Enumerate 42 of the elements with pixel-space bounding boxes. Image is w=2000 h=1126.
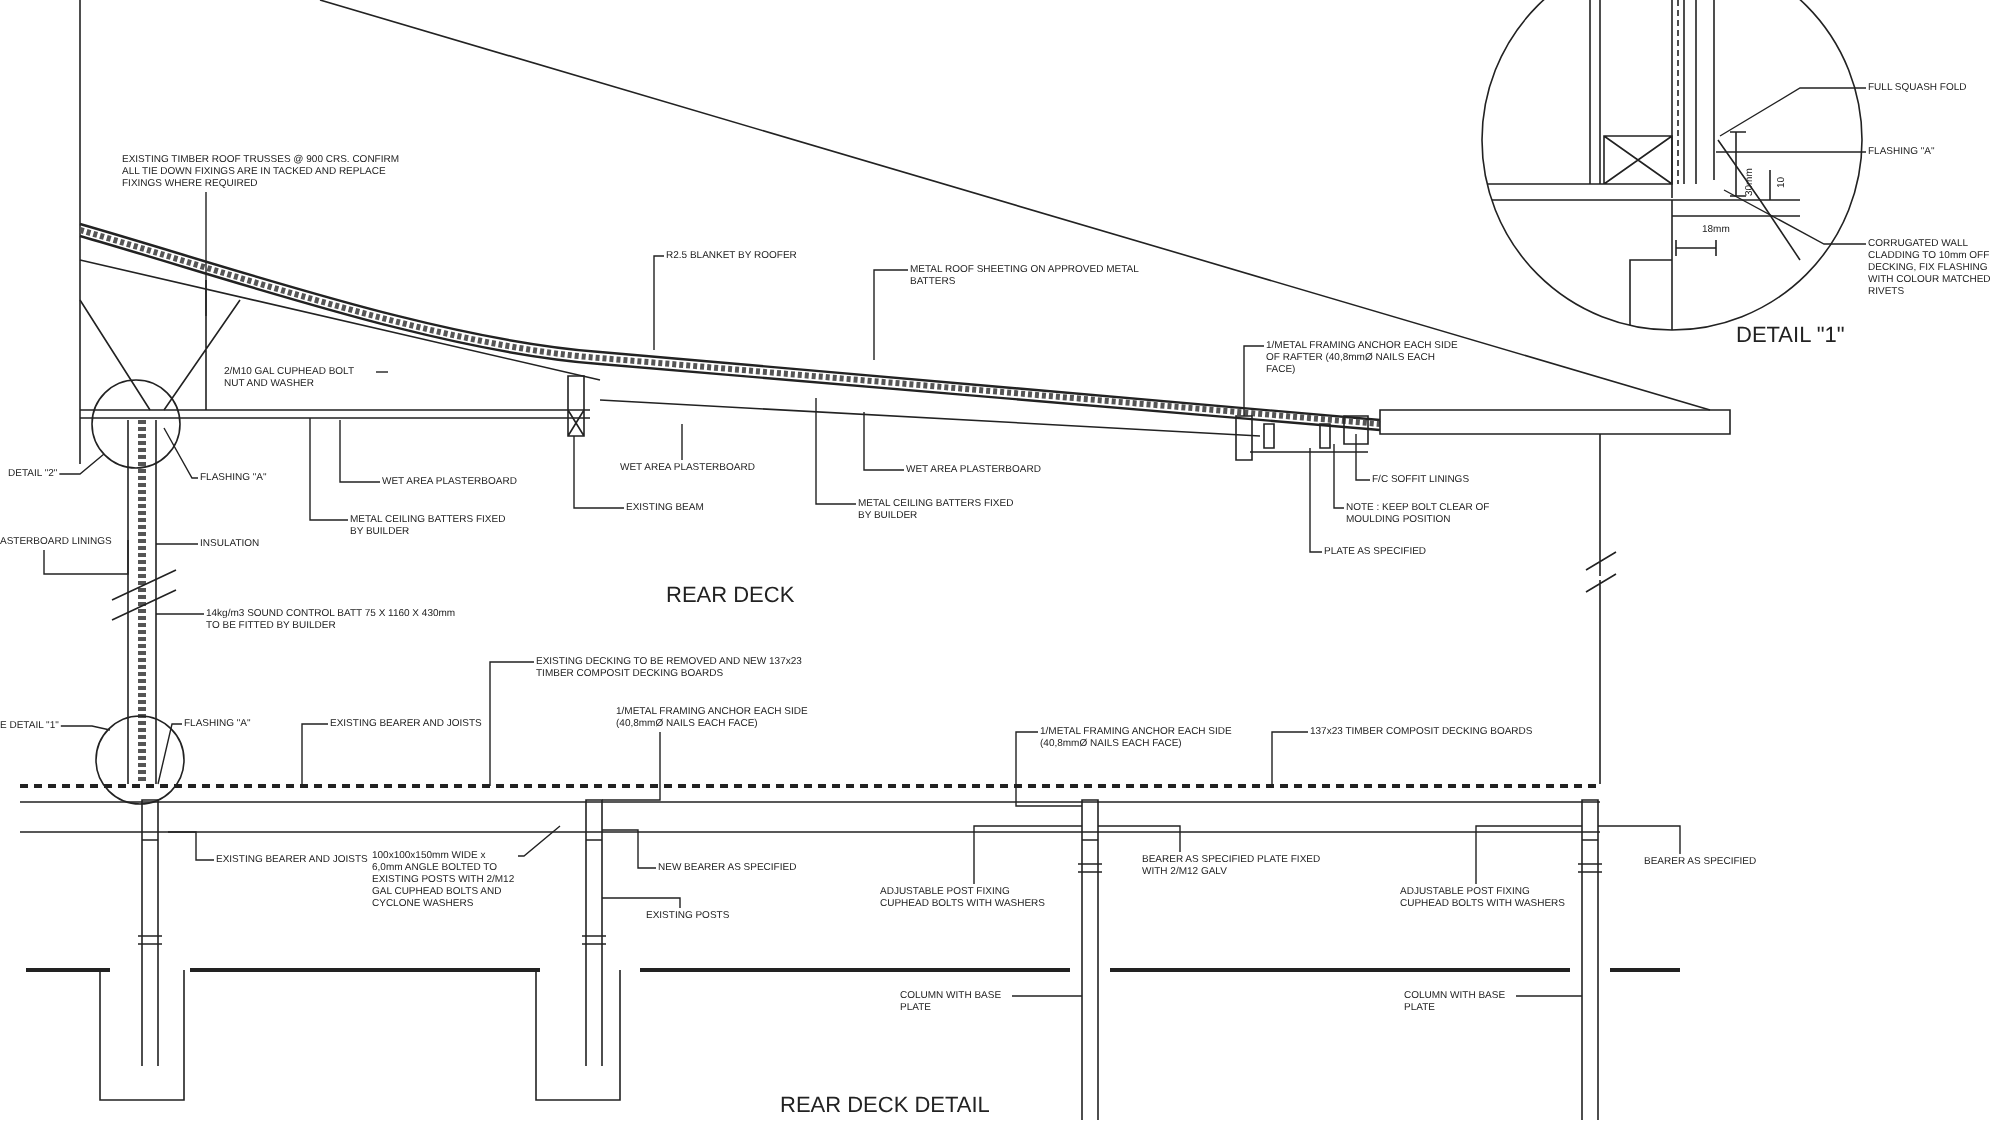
leader-line [863,411,905,471]
leader-line [309,417,349,521]
leader-line [339,419,381,483]
leader-line [1271,731,1309,787]
leader-line [163,427,199,479]
leader-line [489,661,535,787]
leader-line [1333,443,1345,509]
leader-line [60,725,111,731]
leader-line [375,371,389,373]
detail-title: DETAIL "1" [1736,326,1845,348]
leader-line [155,613,205,615]
leader-line [1475,825,1583,885]
section-heading: REAR DECK [666,586,795,608]
leader-line [155,543,199,545]
leader-line [1097,825,1181,853]
leader-line [167,831,215,861]
leader-line [1723,189,1867,245]
leader-line [1243,345,1265,417]
leader-line [205,191,207,317]
leader-line [1011,995,1083,997]
leader-line [873,269,909,361]
leader-line [973,825,1083,885]
leader-line [653,255,665,351]
leader-line [301,723,329,787]
leader-line [1719,87,1867,137]
leader-line [157,723,183,785]
leader-line [1015,731,1083,807]
leader-line [601,897,681,909]
leader-line [1515,995,1583,997]
leader-line [1309,447,1323,553]
leader-line [58,453,105,475]
leader-line [1715,151,1867,153]
leader-line [43,539,129,575]
drawing-title: REAR DECK DETAIL [780,1096,990,1118]
leader-line [517,825,561,857]
leader-line [601,829,657,869]
leader-line [815,397,857,505]
leader-line [1597,825,1681,855]
leader-line [681,423,683,461]
leader-line [573,435,625,509]
leader-line [1355,433,1371,481]
leader-line [601,731,661,801]
